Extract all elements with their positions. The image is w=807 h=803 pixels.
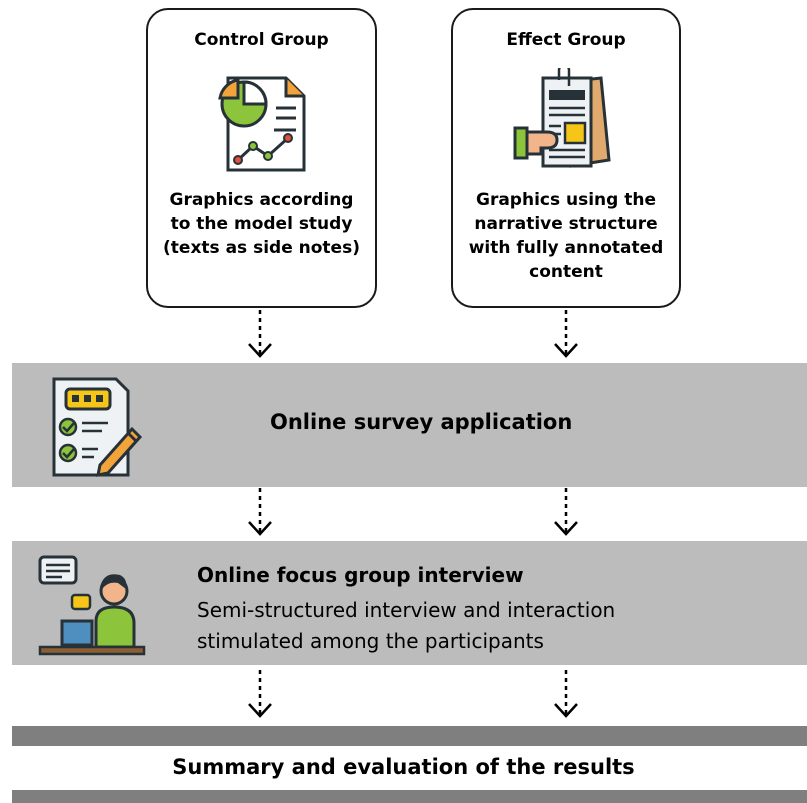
control-desc-line: to the model study [170, 214, 353, 234]
dotted-arrow-icon [248, 670, 272, 718]
effect-desc-line: narrative structure [474, 214, 658, 234]
survey-label: Online survey application [270, 410, 573, 434]
effect-group-box: Effect Group Graphics using the narrativ… [451, 8, 681, 308]
effect-desc-line: Graphics using the [475, 190, 657, 210]
focus-group-title: Online focus group interview [197, 563, 524, 587]
focus-desc-line: Semi-structured interview and interactio… [197, 598, 616, 622]
dotted-arrow-icon [554, 670, 578, 718]
effect-group-description: Graphics using the narrative structure w… [459, 188, 673, 284]
dotted-arrow-icon [554, 488, 578, 536]
focus-desc-line: stimulated among the participants [197, 629, 544, 653]
control-group-title: Control Group [194, 30, 329, 50]
newspaper-hand-icon [513, 68, 611, 168]
effect-desc-line: content [529, 262, 603, 282]
dotted-arrow-icon [248, 488, 272, 536]
control-desc-line: Graphics according [169, 190, 354, 210]
focus-group-band [12, 541, 807, 665]
person-laptop-chat-icon [38, 555, 146, 656]
control-group-description: Graphics according to the model study (t… [154, 188, 369, 260]
effect-group-title: Effect Group [506, 30, 626, 50]
summary-label: Summary and evaluation of the results [172, 755, 635, 779]
chart-report-icon [218, 76, 306, 172]
dotted-arrow-icon [248, 310, 272, 358]
survey-band [12, 363, 807, 487]
summary-band-top [12, 726, 807, 746]
effect-desc-line: with fully annotated [468, 238, 664, 258]
dotted-arrow-icon [554, 310, 578, 358]
survey-clipboard-icon [52, 377, 143, 477]
control-group-box: Control Group Graphics according to the … [146, 8, 377, 308]
summary-band-bottom [12, 790, 807, 803]
control-desc-line: (texts as side notes) [163, 238, 360, 258]
focus-group-description: Semi-structured interview and interactio… [197, 595, 615, 657]
